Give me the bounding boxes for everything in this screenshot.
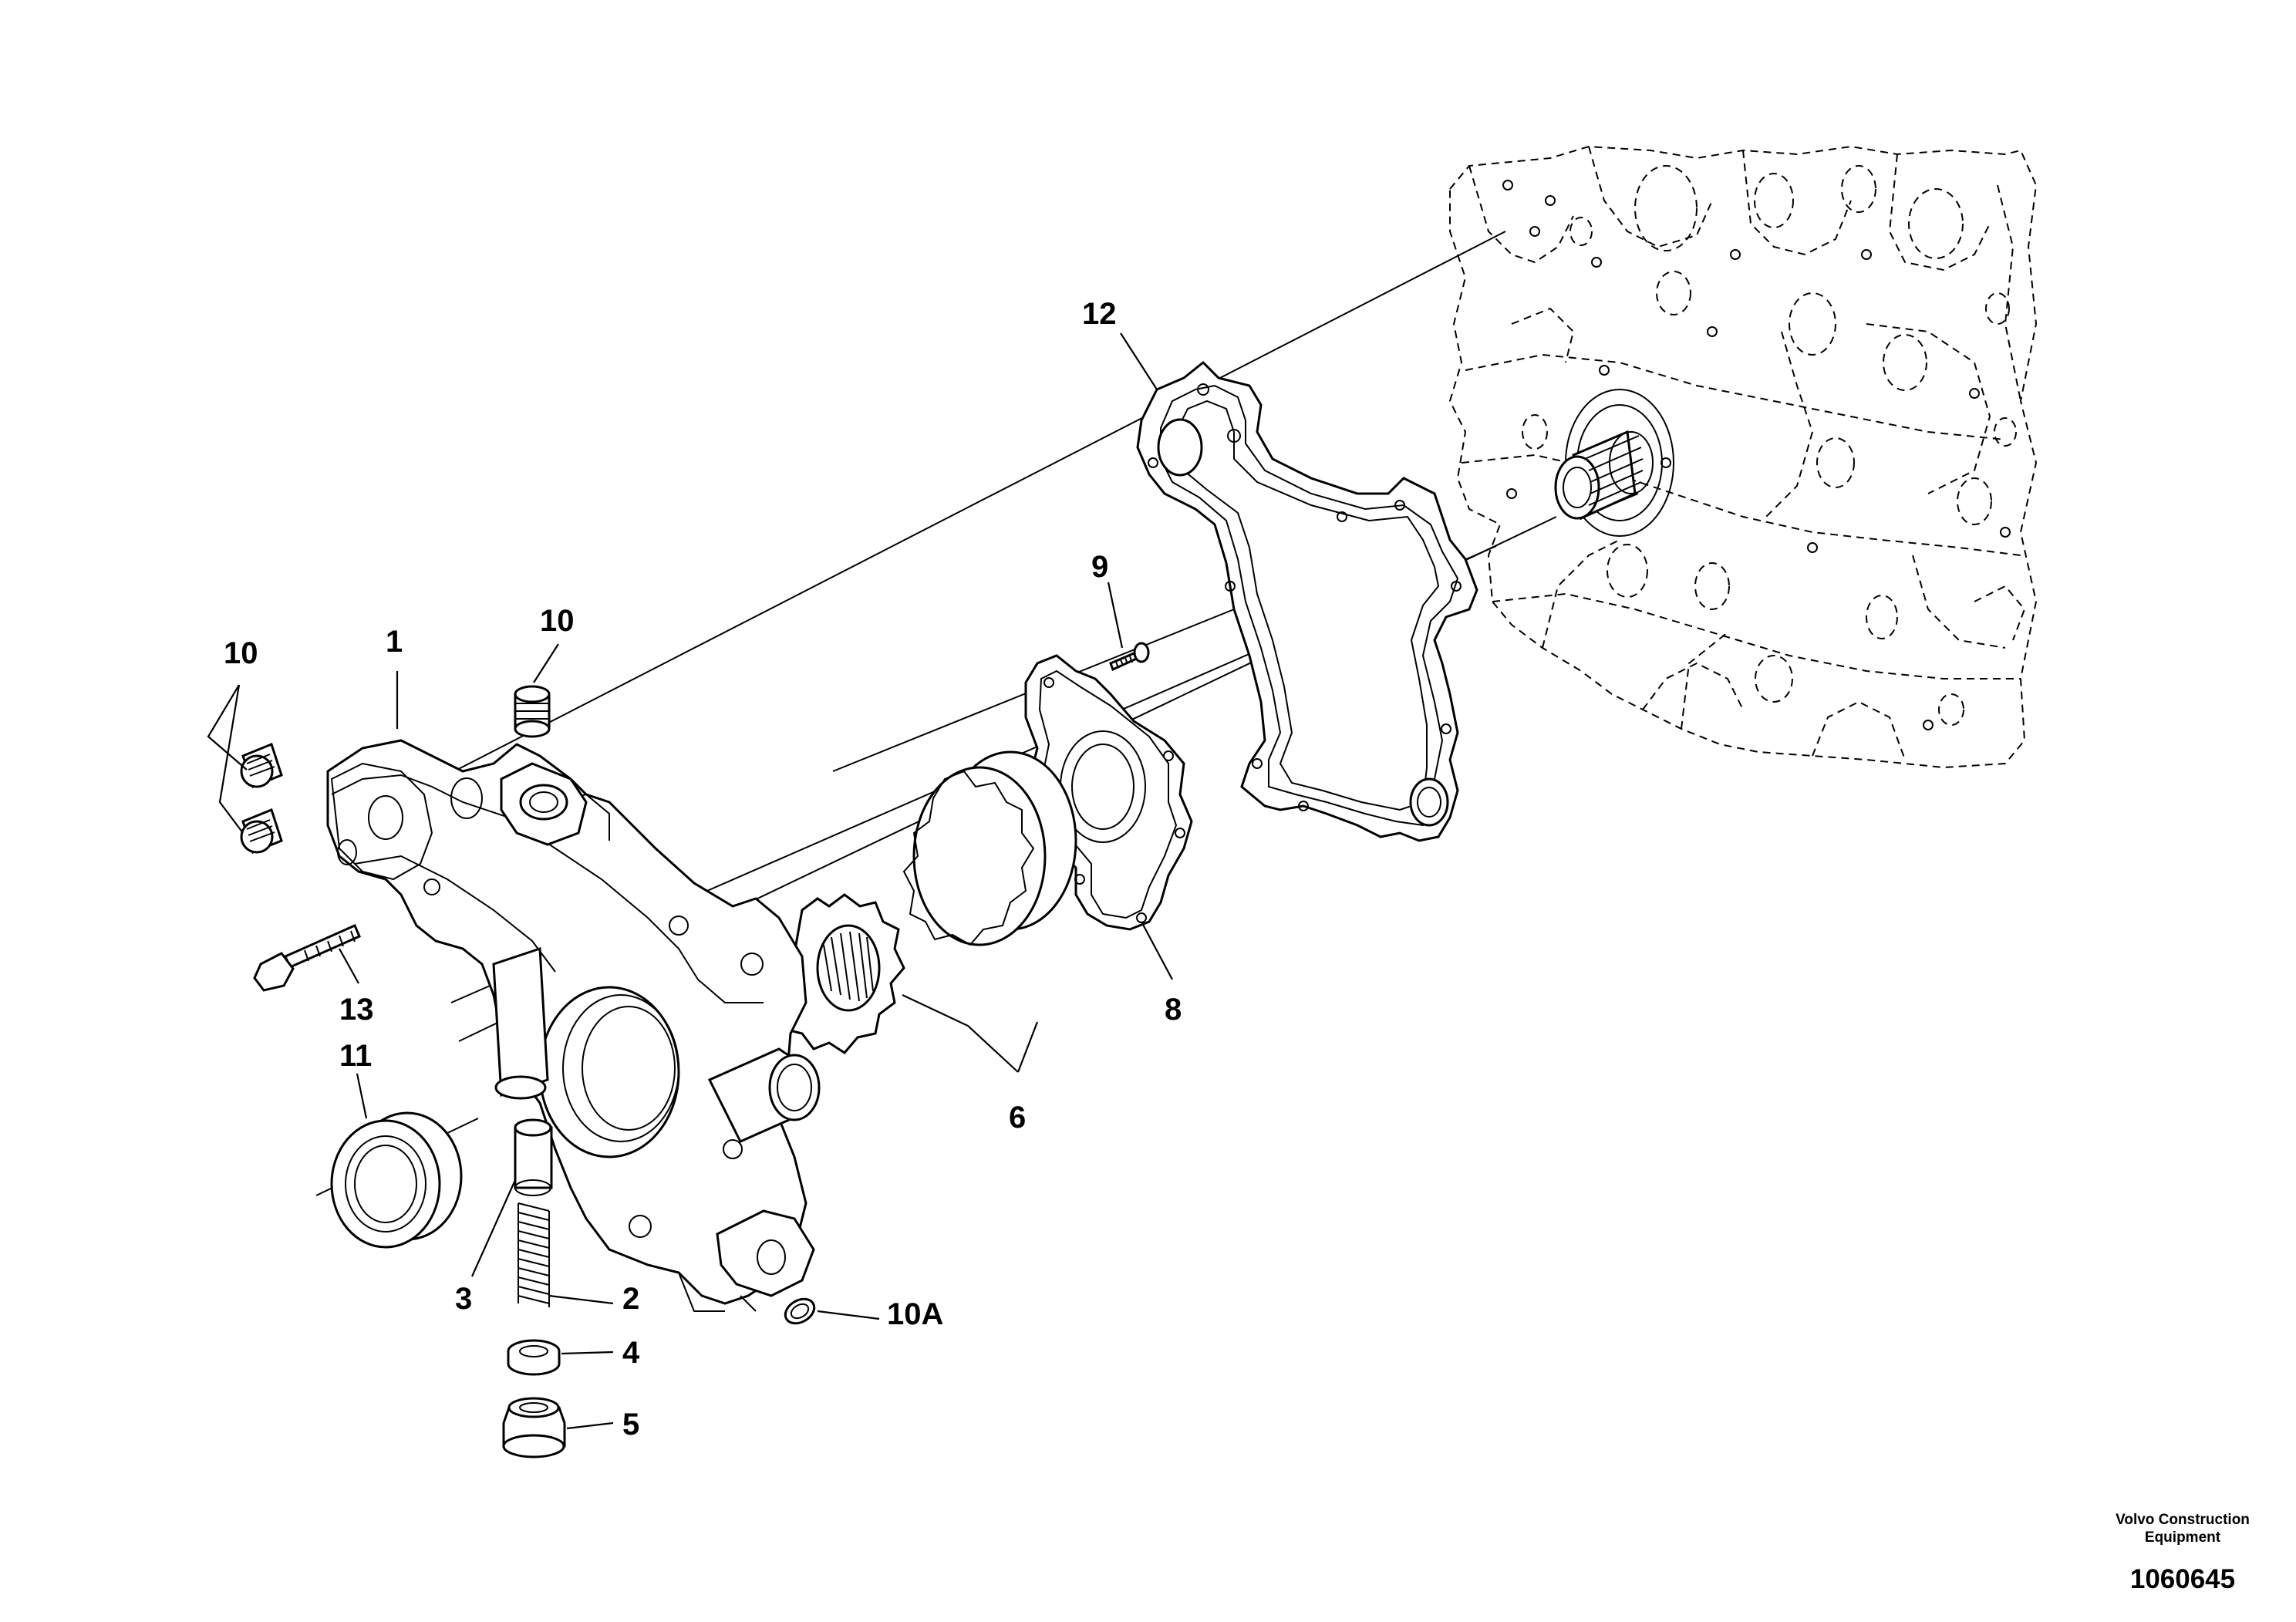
callout-6: 6	[1009, 1101, 1026, 1135]
plug-top	[514, 685, 551, 738]
callout-2: 2	[622, 1282, 639, 1316]
callout-3: 3	[455, 1282, 472, 1316]
plug-left-lower	[240, 808, 283, 854]
callout-labels: 1 10 10 9 12 8 6 13 11 3 2 4 5 10A	[224, 297, 1182, 1442]
o-ring-10a	[784, 1297, 816, 1325]
callout-9: 9	[1091, 550, 1108, 584]
plug-cap-5	[502, 1397, 566, 1458]
callout-10-left: 10	[224, 636, 258, 670]
callout-11: 11	[339, 1039, 372, 1073]
engine-block	[1448, 145, 2038, 769]
callout-5: 5	[622, 1408, 639, 1442]
washer-4	[507, 1339, 561, 1376]
oil-pump-body	[326, 739, 821, 1312]
relief-plunger	[514, 1118, 553, 1196]
crank-seal	[330, 1111, 463, 1249]
callout-10a: 10A	[887, 1297, 943, 1331]
relief-spring	[518, 1202, 550, 1307]
pump-rotor-set	[776, 750, 1077, 1054]
callout-8: 8	[1165, 993, 1182, 1027]
callout-12: 12	[1082, 297, 1117, 331]
callout-13: 13	[339, 993, 374, 1027]
plug-left-upper	[240, 743, 283, 788]
callout-1: 1	[386, 625, 403, 659]
callout-10-top: 10	[540, 604, 575, 638]
front-cover-gasket	[1136, 360, 1478, 842]
callout-4: 4	[622, 1336, 640, 1370]
bolt-13	[253, 924, 361, 992]
leader-lines	[207, 332, 1173, 1430]
screw-9	[1109, 642, 1150, 672]
